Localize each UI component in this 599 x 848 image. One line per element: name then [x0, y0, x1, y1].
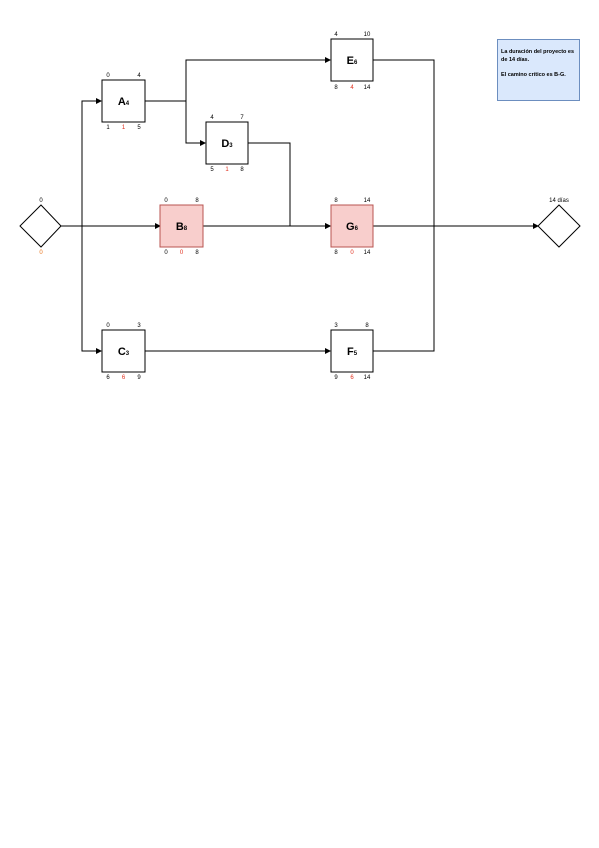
activity-D: D3 4 7 5 1 8 — [205, 115, 249, 173]
activity-C-es: 0 — [106, 323, 110, 329]
activity-A-es: 0 — [106, 73, 110, 79]
activity-G-box — [330, 204, 374, 248]
activity-B-slack: 0 — [180, 250, 184, 256]
activity-A: A4 0 4 1 1 5 — [101, 73, 146, 131]
activity-G-es: 8 — [334, 198, 338, 204]
activity-E: E6 4 10 8 4 14 — [330, 32, 374, 91]
activity-C-ls: 6 — [106, 375, 110, 381]
activity-D-box — [205, 121, 249, 165]
activity-E-label: E6 — [347, 55, 358, 67]
activity-F-es: 3 — [334, 323, 338, 329]
start-bottom-number: 0 — [39, 250, 43, 256]
activity-G: G6 8 14 8 0 14 — [330, 198, 374, 256]
activity-B-box — [159, 204, 204, 248]
activity-F-lf: 14 — [364, 375, 371, 381]
activity-D-label: D3 — [221, 138, 233, 150]
project-summary-note: La duración del proyecto es de 14 días. … — [497, 39, 580, 101]
start-diamond — [19, 204, 62, 248]
activity-G-ls: 8 — [334, 250, 338, 256]
activity-F-box — [330, 329, 374, 373]
activity-E-box — [330, 38, 374, 82]
activity-D-es: 4 — [210, 115, 214, 121]
activity-F-ls: 9 — [334, 375, 338, 381]
edge-A-E — [145, 57, 331, 102]
activity-B-es: 0 — [164, 198, 168, 204]
activity-E-es: 4 — [334, 32, 338, 38]
activity-G-lf: 14 — [364, 250, 371, 256]
end-milestone: 14 días — [537, 198, 581, 248]
edge-start-C — [61, 225, 102, 354]
activity-E-slack: 4 — [350, 85, 354, 91]
critical-path-text: El camino crítico es B-G. — [501, 72, 566, 78]
activity-F-label: F5 — [347, 346, 358, 358]
activity-D-slack: 1 — [225, 167, 229, 173]
activity-C-slack: 6 — [122, 375, 126, 381]
activity-A-slack: 1 — [122, 125, 126, 131]
edge-F-end — [373, 226, 435, 352]
activity-B-ef: 8 — [195, 198, 199, 204]
activity-F-slack: 6 — [350, 375, 354, 381]
activity-B: B8 0 8 0 0 8 — [159, 198, 204, 256]
activity-C-ef: 3 — [137, 323, 141, 329]
activity-B-label: B8 — [176, 221, 188, 233]
connectors — [61, 57, 539, 354]
project-duration-text: La duración del proyecto es de 14 días. — [501, 49, 575, 63]
activity-G-label: G6 — [346, 221, 359, 233]
activity-C-lf: 9 — [137, 375, 141, 381]
activity-D-ls: 5 — [210, 167, 214, 173]
activity-A-label: A4 — [118, 96, 130, 108]
edge-start-A — [61, 98, 102, 227]
end-diamond — [537, 204, 581, 248]
activity-C: C3 0 3 6 6 9 — [101, 323, 146, 381]
start-milestone: 0 0 — [19, 198, 62, 256]
edge-A-D — [145, 100, 206, 146]
activity-A-ls: 1 — [106, 125, 110, 131]
activity-D-ef: 7 — [240, 115, 244, 121]
activity-G-ef: 14 — [364, 198, 371, 204]
end-duration-label: 14 días — [549, 198, 569, 204]
activity-F-ef: 8 — [365, 323, 369, 329]
edge-E-end — [373, 59, 435, 226]
activity-E-ef: 10 — [364, 32, 371, 38]
activity-F: F5 3 8 9 6 14 — [330, 323, 374, 381]
start-top-number: 0 — [39, 198, 43, 204]
activity-B-ls: 0 — [164, 250, 168, 256]
activity-A-box — [101, 79, 146, 123]
activity-C-label: C3 — [118, 346, 130, 358]
activity-A-lf: 5 — [137, 125, 141, 131]
activity-E-ls: 8 — [334, 85, 338, 91]
activity-D-lf: 8 — [240, 167, 244, 173]
activity-E-lf: 14 — [364, 85, 371, 91]
activity-A-ef: 4 — [137, 73, 141, 79]
activity-C-box — [101, 329, 146, 373]
activity-G-slack: 0 — [350, 250, 354, 256]
edge-D-G — [248, 142, 331, 229]
activity-B-lf: 8 — [195, 250, 199, 256]
